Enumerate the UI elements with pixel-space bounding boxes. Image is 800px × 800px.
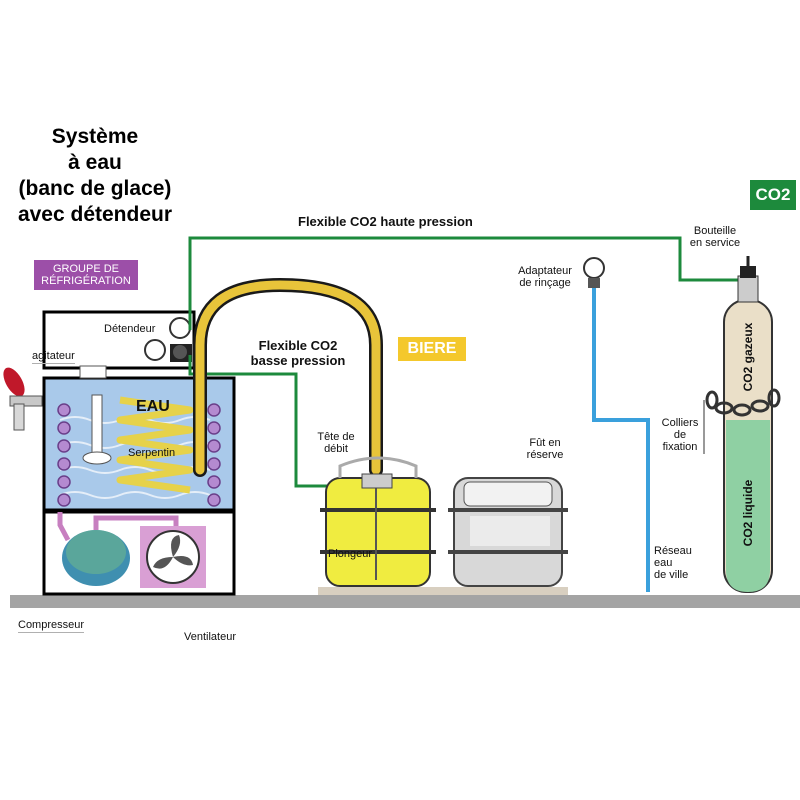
regulator-knob [173, 345, 187, 359]
groupe-line-1: GROUPE DE [52, 263, 119, 275]
fixation-chain [705, 388, 781, 417]
biere-tag: BIERE [398, 337, 466, 361]
page-title: Système à eau (banc de glace) avec déten… [0, 124, 190, 228]
bouteille-en-service-label: Bouteille en service [688, 225, 742, 249]
co2-high-pressure-line [188, 236, 738, 330]
serpentin-label: Serpentin [128, 447, 176, 459]
eau-label: EAU [136, 398, 170, 415]
co2-liquide-label: CO2 liquide [741, 479, 755, 547]
colliers-de-fixation-label: Colliers de fixation [656, 417, 704, 453]
flexible-basse-pression-label: Flexible CO2 basse pression [238, 338, 358, 368]
adaptateur-de-rincage-label: Adaptateur de rinçage [514, 265, 576, 289]
title-line-2: à eau [68, 151, 122, 174]
compresseur-label: Compresseur [18, 619, 85, 633]
fut-line-2: réserve [526, 449, 564, 461]
beer-hose-fill [195, 280, 381, 475]
adaptateur-line-2: de rinçage [519, 277, 571, 289]
title-line-4: avec détendeur [17, 203, 173, 226]
reseau-line-3: de ville [654, 569, 689, 581]
reseau-line-2: eau [654, 557, 673, 569]
flexible-basse-line-2: basse pression [250, 353, 346, 368]
fut-line-1: Fût en [529, 437, 561, 449]
agitateur-label: agitateur [32, 350, 75, 364]
co2-tag: CO2 [750, 180, 796, 210]
fut-en-reserve-label: Fût en réserve [520, 437, 570, 461]
co2-low-pressure-line [188, 355, 362, 488]
refrigeration-lid [42, 310, 196, 370]
reserve-keg [448, 477, 568, 587]
co2-cylinder [723, 256, 773, 593]
title-line-3: (banc de glace) [18, 177, 172, 200]
active-keg [320, 456, 436, 587]
groupe-line-2: RÉFRIGÉRATION [41, 275, 131, 287]
ventilateur-label: Ventilateur [184, 631, 236, 643]
agitator-shaft [91, 394, 103, 456]
detendeur-label: Détendeur [104, 323, 156, 335]
beer-tap [3, 367, 43, 431]
rinse-adapter-gauge [583, 257, 605, 279]
plongeur-label: Plongeur [328, 548, 373, 560]
bouteille-line-2: en service [689, 237, 741, 249]
ice-coils [57, 403, 221, 507]
reseau-line-1: Réseau [654, 545, 692, 557]
title-line-1: Système [51, 125, 139, 148]
refrigerant-line [57, 512, 179, 542]
regulator-gauge-2 [144, 339, 166, 361]
tete-line-2: débit [324, 443, 348, 455]
pallet [318, 587, 568, 595]
colliers-line-2: de [673, 429, 687, 441]
fan-blades [153, 535, 193, 569]
serpentin-coil [116, 396, 194, 494]
flexible-haute-pression-label: Flexible CO2 haute pression [298, 214, 473, 229]
colliers-line-1: Colliers [661, 417, 699, 429]
adaptateur-line-1: Adaptateur [518, 265, 572, 277]
colliers-line-3: fixation [662, 441, 698, 453]
compressor-highlight [66, 530, 126, 574]
rinse-adapter-body [588, 278, 600, 288]
co2-gazeux-label: CO2 gazeux [741, 322, 755, 392]
reseau-eau-de-ville-label: Réseau eau de ville [654, 545, 692, 581]
city-water-line [592, 288, 650, 592]
agitator-propeller [82, 451, 112, 465]
bouteille-line-1: Bouteille [693, 225, 737, 237]
tete-de-debit-label: Tête de débit [314, 431, 358, 455]
tete-line-1: Tête de [317, 431, 355, 443]
groupe-refrigeration-tag: GROUPE DE RÉFRIGÉRATION [34, 260, 138, 290]
agitator-motor [79, 365, 107, 379]
flexible-basse-line-1: Flexible CO2 [258, 338, 338, 353]
regulator-gauge-1 [169, 317, 191, 339]
floor [10, 595, 800, 608]
